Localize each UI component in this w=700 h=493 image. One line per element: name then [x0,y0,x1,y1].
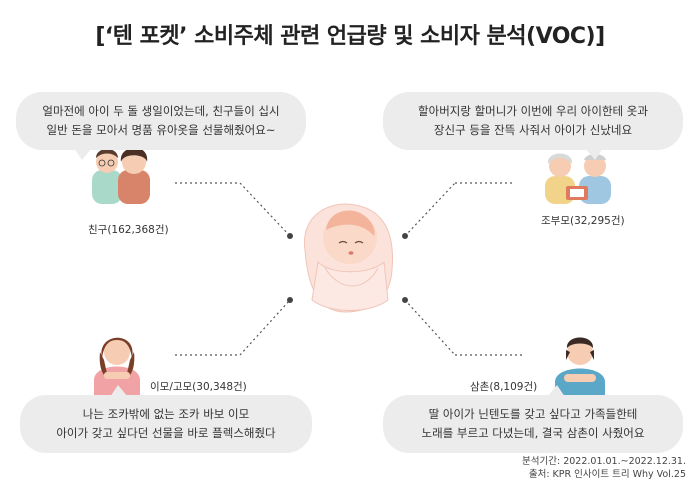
caption-aunt: 이모/고모(30,348건) [150,381,247,393]
connector-dot-br [402,297,408,303]
source-footer: 분석기간: 2022.01.01.~2022.12.31. 출처: KPR 인사… [522,455,686,481]
aunt-icon [94,337,140,396]
connector-dot-bl [287,297,293,303]
connector-dot-tr [402,233,408,239]
quote-line: 장신구 등을 잔뜩 사줘서 아이가 신났네요 [433,123,633,137]
connector-aunt-diag [239,299,291,356]
friends-icon [92,147,150,204]
analysis-period: 분석기간: 2022.01.01.~2022.12.31. [522,456,686,467]
page-title: [‘텐 포켓’ 소비주체 관련 언급량 및 소비자 분석(VOC)] [95,24,605,49]
quote-line: 노래를 부르고 다녔는데, 결국 삼촌이 사줬어요 [421,426,645,440]
quote-line: 딸 아이가 닌텐도를 갖고 싶다고 가족들한테 [428,407,638,421]
baby-illustration [304,203,394,313]
quote-line: 일반 돈을 모아서 명품 유아옷을 선물해줬어요~ [46,123,276,137]
quote-bubble-uncle: 딸 아이가 닌텐도를 갖고 싶다고 가족들한테 노래를 부르고 다녔는데, 결국… [383,385,683,453]
caption-friend: 친구(162,368건) [88,224,169,236]
quote-line: 나는 조카밖에 없는 조카 바보 이모 [82,407,250,421]
quote-bubble-friend: 얼마전에 아이 두 돌 생일이었는데, 친구들이 십시 일반 돈을 모아서 명품… [16,92,306,160]
quote-line: 얼마전에 아이 두 돌 생일이었는데, 친구들이 십시 [42,104,280,118]
connector-grand [404,182,456,237]
quote-line: 할아버지랑 할머니가 이번에 우리 아이한테 옷과 [418,104,648,118]
caption-uncle: 삼촌(8,109건) [470,381,538,393]
source-credit: 출처: KPR 인사이트 트리 Why Vol.25 [528,469,686,480]
connector-dot-tl [287,233,293,239]
quote-bubble-aunt: 나는 조카밖에 없는 조카 바보 이모 아이가 갖고 싶다던 선물을 바로 플렉… [20,385,312,453]
grandparents-icon [545,153,611,204]
uncle-icon [555,337,605,396]
quote-bubble-grandparents: 할아버지랑 할머니가 이번에 우리 아이한테 옷과 장신구 등을 잔뜩 사줘서 … [383,92,683,160]
quote-line: 아이가 갖고 싶다던 선물을 바로 플렉스해줬다 [56,426,276,440]
caption-grandparents: 조부모(32,295건) [541,215,625,227]
connector-friend-diag [239,182,291,237]
connector-uncle [404,299,456,356]
